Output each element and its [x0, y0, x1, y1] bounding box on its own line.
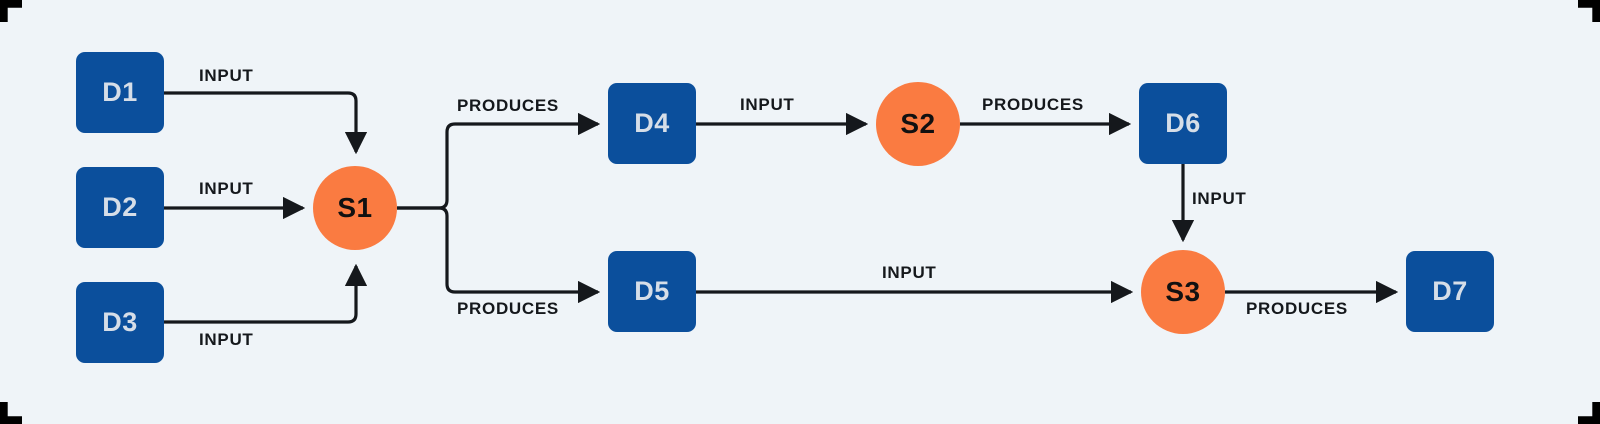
edge-label-s1-d5: PRODUCES [457, 299, 559, 318]
edge-label-d6-s3: INPUT [1192, 189, 1247, 208]
node-d2-label: D2 [102, 192, 138, 222]
node-d3[interactable]: D3 [76, 282, 164, 363]
node-s3[interactable]: S3 [1141, 250, 1225, 334]
edge-d1-s1 [164, 91, 368, 155]
edge-label-s3-d7: PRODUCES [1246, 299, 1348, 318]
node-d6[interactable]: D6 [1139, 83, 1227, 164]
edge-label-d3-s1: INPUT [199, 330, 254, 349]
node-d4[interactable]: D4 [608, 83, 696, 164]
edge-label-s1-d4: PRODUCES [457, 96, 559, 115]
edge-s1-d5 [397, 206, 601, 304]
node-d5-label: D5 [634, 276, 670, 306]
edge-label-s2-d6: PRODUCES [982, 95, 1084, 114]
node-d1[interactable]: D1 [76, 52, 164, 133]
node-s1-label: S1 [337, 192, 373, 223]
node-d7-label: D7 [1432, 276, 1468, 306]
node-s2[interactable]: S2 [876, 82, 960, 166]
node-s2-label: S2 [900, 108, 936, 139]
node-s3-label: S3 [1165, 276, 1201, 307]
node-d4-label: D4 [634, 108, 670, 138]
node-d1-label: D1 [102, 77, 138, 107]
node-d2[interactable]: D2 [76, 167, 164, 248]
edge-s1-d4 [397, 112, 601, 210]
node-d6-label: D6 [1165, 108, 1201, 138]
node-d5[interactable]: D5 [608, 251, 696, 332]
edge-label-d2-s1: INPUT [199, 179, 254, 198]
node-d3-label: D3 [102, 307, 138, 337]
edge-label-d5-s3: INPUT [882, 263, 937, 282]
node-d7[interactable]: D7 [1406, 251, 1494, 332]
edge-label-d1-s1: INPUT [199, 66, 254, 85]
edge-label-d4-s2: INPUT [740, 95, 795, 114]
edge-d3-s1 [164, 263, 368, 324]
node-s1[interactable]: S1 [313, 166, 397, 250]
